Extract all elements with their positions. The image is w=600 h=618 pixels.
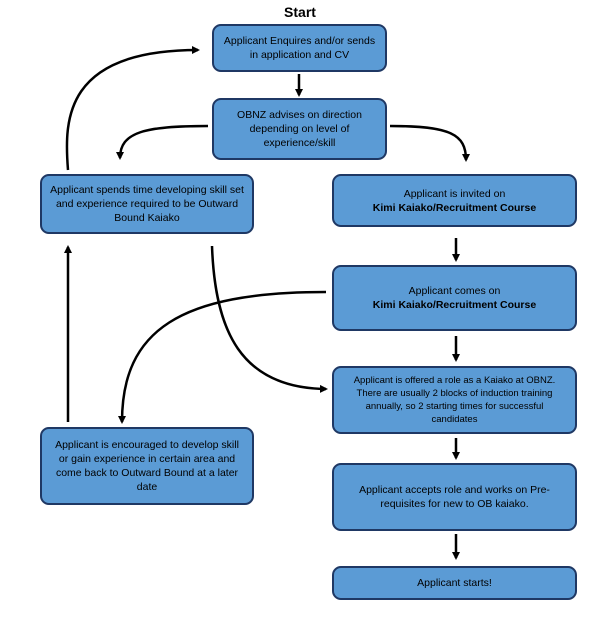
start-title: Start bbox=[284, 4, 316, 20]
box-invited: Applicant is invited on Kimi Kaiako/Recr… bbox=[332, 174, 577, 227]
box-offered-text: Applicant is offered a role as a Kaiako … bbox=[353, 375, 556, 425]
box-develop: Applicant spends time developing skill s… bbox=[40, 174, 254, 234]
box-advise: OBNZ advises on direction depending on l… bbox=[212, 98, 387, 160]
box-comes-on-line1: Applicant comes on bbox=[408, 285, 501, 297]
box-invited-line1: Applicant is invited on bbox=[403, 187, 506, 200]
arrow-advise-to-invited bbox=[389, 124, 470, 162]
box-invited-line2: Kimi Kaiako/Recruitment Course bbox=[372, 201, 537, 214]
box-enquire: Applicant Enquires and/or sends in appli… bbox=[212, 24, 387, 72]
box-offered: Applicant is offered a role as a Kaiako … bbox=[332, 366, 577, 434]
arrow-develop-to-offered bbox=[210, 245, 328, 393]
box-advise-text: OBNZ advises on direction depending on l… bbox=[237, 109, 362, 149]
box-accepts-text: Applicant accepts role and works on Pre-… bbox=[359, 484, 550, 510]
arrow-comes-on-to-encouraged bbox=[118, 290, 327, 424]
arrow-develop-to-enquire bbox=[65, 46, 200, 171]
arrow-advise-to-develop bbox=[116, 124, 209, 160]
box-encouraged-text: Applicant is encouraged to develop skill… bbox=[55, 439, 239, 493]
box-comes-on-line2: Kimi Kaiako/Recruitment Course bbox=[372, 299, 537, 311]
box-encouraged: Applicant is encouraged to develop skill… bbox=[40, 427, 254, 505]
box-starts-text: Applicant starts! bbox=[417, 577, 492, 589]
box-starts: Applicant starts! bbox=[332, 566, 577, 600]
box-enquire-text: Applicant Enquires and/or sends in appli… bbox=[223, 35, 376, 61]
box-accepts: Applicant accepts role and works on Pre-… bbox=[332, 463, 577, 531]
box-develop-text: Applicant spends time developing skill s… bbox=[50, 184, 244, 224]
box-comes-on: Applicant comes on Kimi Kaiako/Recruitme… bbox=[332, 265, 577, 331]
